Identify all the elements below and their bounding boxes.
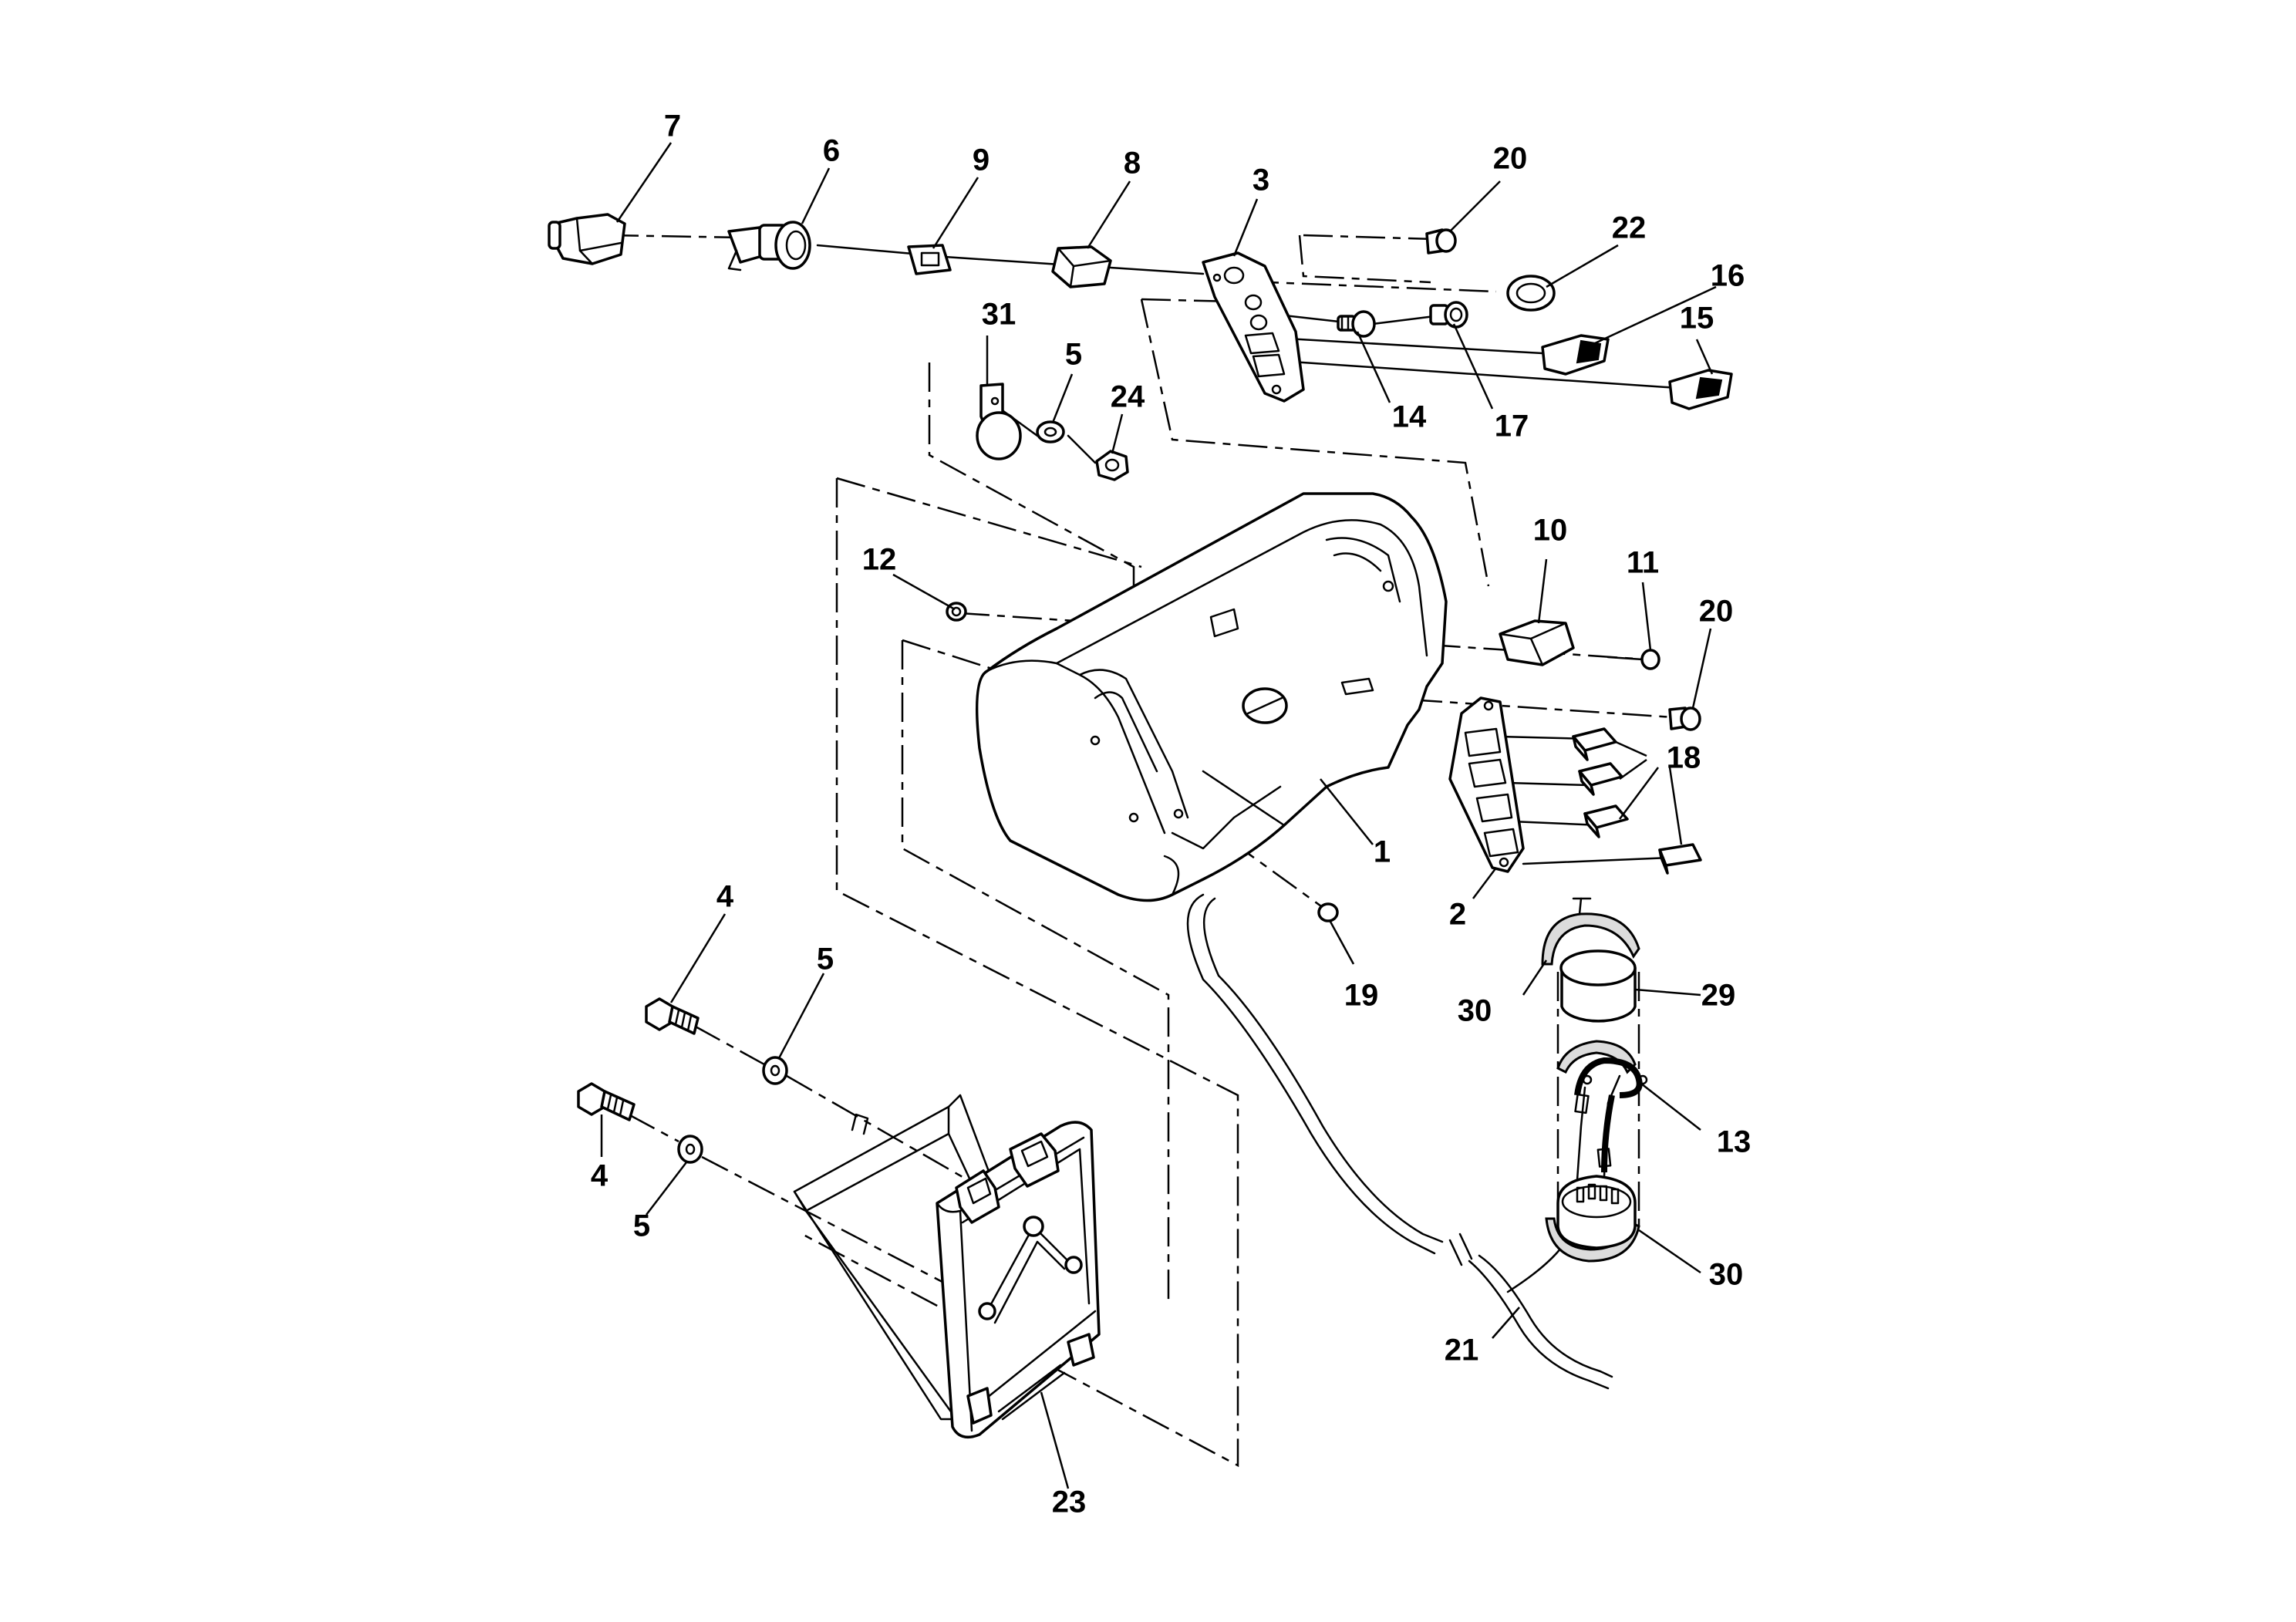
part-5-washer-upper — [1036, 420, 1065, 443]
label-5-mid: 5 — [817, 943, 834, 976]
label-5-lower: 5 — [633, 1209, 650, 1243]
part-16-rocker — [1541, 334, 1610, 376]
part-23-bracket-box — [793, 1094, 1101, 1439]
label-23: 23 — [1052, 1485, 1087, 1519]
part-14-knob — [1337, 310, 1376, 338]
part-13-harness — [1556, 1040, 1648, 1249]
label-15: 15 — [1680, 302, 1714, 336]
part-4-bolt-lower — [577, 1082, 636, 1121]
label-4-lower: 4 — [591, 1159, 609, 1193]
label-17: 17 — [1495, 410, 1529, 443]
part-3-switch-panel — [1202, 251, 1305, 403]
label-1: 1 — [1374, 835, 1391, 869]
part-30-strap-lower — [1545, 1217, 1640, 1263]
label-21: 21 — [1445, 1334, 1479, 1367]
part-21-cable — [1186, 893, 1613, 1390]
label-30-lower: 30 — [1709, 1258, 1744, 1292]
label-14: 14 — [1392, 400, 1427, 434]
part-19-plug — [1317, 902, 1339, 922]
label-9: 9 — [973, 143, 990, 177]
part-18-keys — [1572, 727, 1702, 875]
part-10-block — [1499, 619, 1575, 666]
label-3: 3 — [1253, 164, 1269, 197]
label-20-lower: 20 — [1699, 595, 1734, 629]
label-19: 19 — [1344, 979, 1379, 1013]
label-18: 18 — [1667, 741, 1701, 775]
label-11: 11 — [1627, 546, 1659, 580]
label-29: 29 — [1701, 979, 1736, 1013]
label-7: 7 — [664, 110, 681, 143]
part-7-boot — [548, 213, 626, 265]
part-24-nut — [1095, 450, 1129, 481]
part-6-switch — [727, 221, 811, 271]
label-22: 22 — [1612, 211, 1647, 245]
part-11-screw — [1607, 649, 1660, 670]
label-20-top: 20 — [1493, 142, 1528, 176]
label-8: 8 — [1124, 147, 1141, 180]
part-9-plate — [907, 244, 952, 275]
part-15-rocker — [1668, 369, 1733, 410]
part-5-washer-lower — [677, 1135, 703, 1164]
part-20-screw-lower — [1668, 706, 1701, 731]
part-22-ring — [1506, 275, 1556, 312]
part-labels: 7 6 9 8 3 20 22 16 15 31 5 24 14 17 12 1… — [591, 110, 1751, 1519]
label-24: 24 — [1111, 380, 1145, 414]
leader-lines — [600, 142, 1717, 1489]
label-10: 10 — [1533, 514, 1568, 548]
part-5-washer-mid — [762, 1056, 788, 1085]
label-6: 6 — [823, 134, 840, 168]
part-17-knob — [1429, 301, 1468, 329]
part-29-cap — [1559, 949, 1637, 1023]
part-8-block — [1051, 245, 1112, 288]
part-20-screw-top — [1425, 228, 1457, 255]
label-30-upper: 30 — [1458, 994, 1492, 1028]
label-5-upper: 5 — [1065, 338, 1082, 372]
part-4-bolt-upper — [645, 997, 700, 1035]
label-2: 2 — [1449, 898, 1466, 932]
label-31: 31 — [982, 298, 1017, 332]
part-2-key-panel — [1448, 696, 1525, 873]
part-31-bracket — [976, 383, 1022, 460]
label-13: 13 — [1717, 1125, 1752, 1159]
label-12: 12 — [862, 543, 897, 577]
part-30-strap-upper — [1541, 897, 1640, 966]
label-16: 16 — [1711, 259, 1745, 293]
label-4-upper: 4 — [716, 880, 734, 914]
